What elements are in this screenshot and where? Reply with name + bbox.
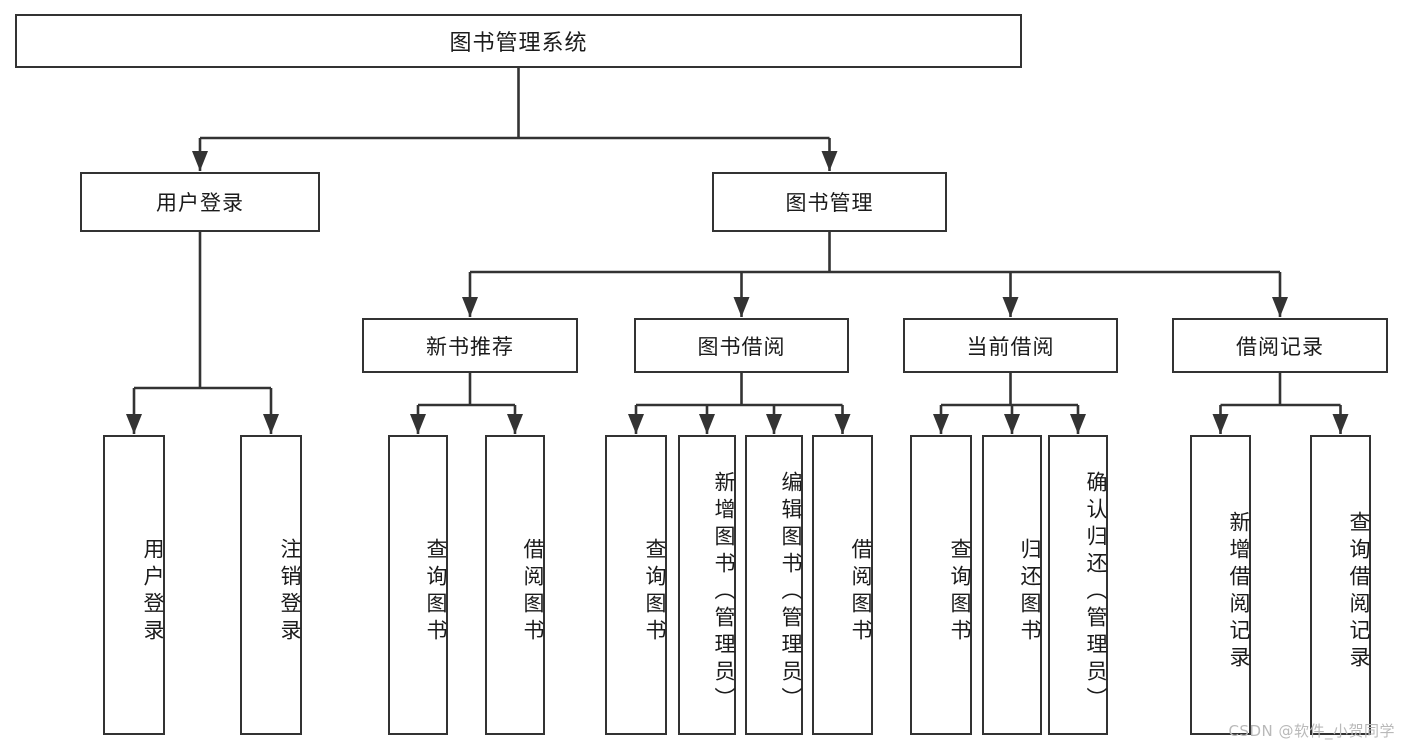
connector-arrowhead [126,414,142,434]
node-label: 图书借阅 [697,334,786,359]
connector-arrowhead [628,414,644,434]
leaf-node[interactable]: 编辑图书（管理员） [745,435,803,735]
node-label: 图书管理 [785,191,874,215]
leaf-node[interactable]: 新增借阅记录 [1190,435,1251,735]
connector-arrowhead [1272,297,1288,317]
connector-arrowhead [821,151,838,171]
node-label: 查询图书 [643,538,667,646]
leaf-node[interactable]: 查询图书 [910,435,972,735]
node-label: 借阅记录 [1236,334,1324,359]
node-label: 借阅图书 [849,538,873,646]
branch-node[interactable]: 新书推荐 [362,318,578,373]
leaf-node[interactable]: 用户登录 [103,435,165,735]
node-label: 新增借阅记录 [1227,511,1251,673]
leaf-node[interactable]: 查询借阅记录 [1310,435,1371,735]
branch-node[interactable]: 用户登录 [80,172,320,232]
leaf-node[interactable]: 新增图书（管理员） [678,435,736,735]
node-label: 查询图书 [424,538,448,646]
connector-arrowhead [699,414,715,434]
leaf-node[interactable]: 注销登录 [240,435,302,735]
connector-arrowhead [834,414,851,434]
connector-arrowhead [507,414,523,434]
leaf-node[interactable]: 查询图书 [605,435,667,735]
connector-arrowhead [1070,414,1086,434]
node-label: 注销登录 [278,538,302,646]
branch-node[interactable]: 图书管理 [712,172,947,232]
connector-arrowhead [410,414,426,434]
connector-arrowhead [263,414,279,434]
connector-arrowhead [1004,414,1020,434]
connector-arrowhead [1002,297,1019,317]
node-label: 查询图书 [948,538,972,646]
leaf-node[interactable]: 归还图书 [982,435,1042,735]
node-label: 确认归还（管理员） [1084,470,1108,714]
node-label: 新书推荐 [426,334,514,359]
branch-node[interactable]: 借阅记录 [1172,318,1388,373]
connector-arrowhead [733,297,750,317]
node-label: 图书管理系统 [449,31,588,56]
connector-arrowhead [192,151,208,171]
leaf-node[interactable]: 借阅图书 [812,435,873,735]
node-label: 查询借阅记录 [1347,511,1371,673]
connector-arrowhead [462,297,478,317]
leaf-node[interactable]: 确认归还（管理员） [1048,435,1108,735]
root-node[interactable]: 图书管理系统 [15,14,1022,68]
branch-node[interactable]: 当前借阅 [903,318,1118,373]
connector-arrowhead [766,414,782,434]
connector-arrowhead [933,414,949,434]
leaf-node[interactable]: 查询图书 [388,435,448,735]
leaf-node[interactable]: 借阅图书 [485,435,545,735]
node-label: 归还图书 [1018,538,1042,646]
node-label: 当前借阅 [966,334,1055,359]
node-label: 用户登录 [141,538,165,646]
node-label: 借阅图书 [521,538,545,646]
branch-node[interactable]: 图书借阅 [634,318,849,373]
node-label: 新增图书（管理员） [712,470,736,714]
node-label: 编辑图书（管理员） [779,470,803,714]
connector-arrowhead [1212,414,1229,434]
connector-arrowhead [1332,414,1349,434]
node-label: 用户登录 [156,191,244,215]
